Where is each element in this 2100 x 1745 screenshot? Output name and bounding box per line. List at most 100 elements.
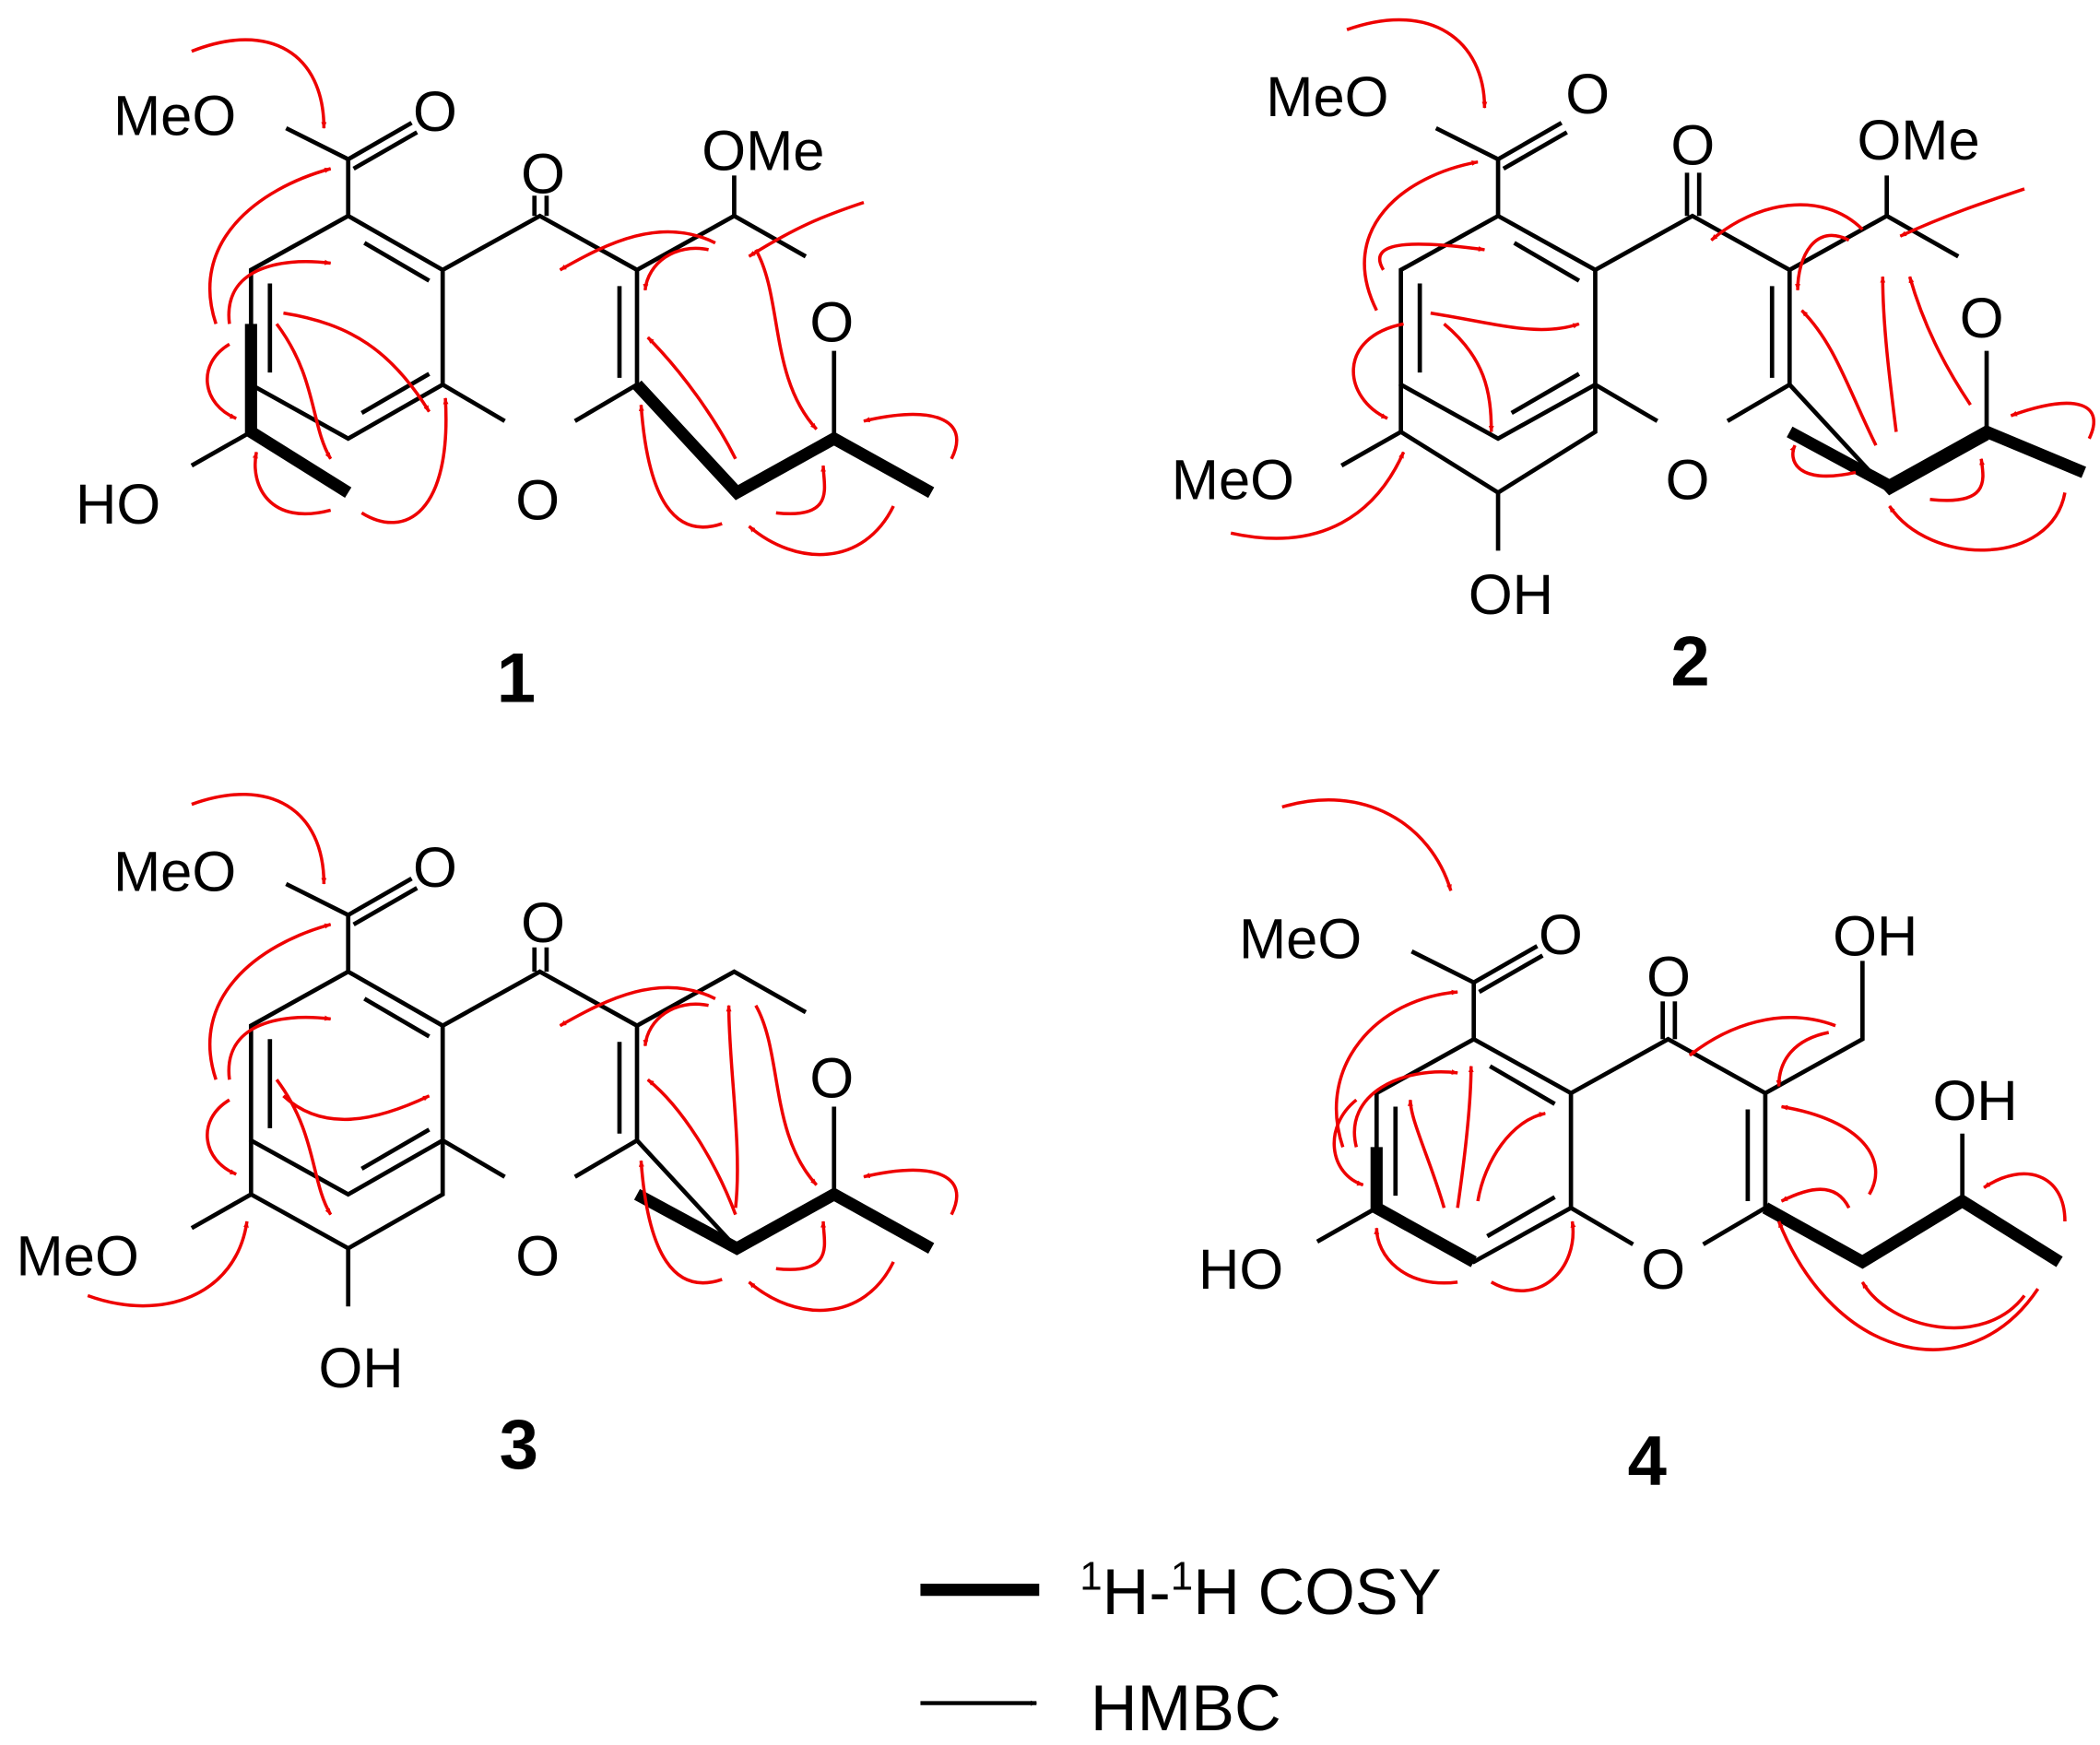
double-bond [1510, 371, 1581, 416]
double-bond [360, 371, 431, 416]
hmbc-arrow [1443, 323, 1494, 433]
hmbc-arrow [1332, 1098, 1364, 1187]
ester-bond [347, 877, 413, 917]
ester-bond [352, 130, 419, 171]
hmbc-arrow [1800, 309, 1878, 446]
ester-bond [352, 886, 419, 926]
hmbc-arrow [638, 404, 723, 529]
hmbc-arrow [191, 38, 327, 129]
ester-bond [285, 125, 349, 161]
hmbc-arrows [87, 793, 959, 1313]
hmbc-arrow [1983, 1172, 2067, 1221]
acetal-ome-label: OMe [1857, 109, 1979, 172]
hmbc-arrow [1352, 1069, 1458, 1148]
ester-bond [1410, 949, 1475, 985]
hmbc-arrow [754, 248, 819, 430]
pyranone-ring [1569, 1036, 1768, 1246]
hmbc-arrow [646, 336, 737, 460]
hmbc-arrow [1880, 276, 1898, 432]
hmbc-arrow [1776, 1031, 1830, 1088]
hmbc-arrow [275, 323, 333, 460]
cosy-bond [1787, 425, 2086, 493]
hmbc-arrow [559, 230, 716, 272]
hmbc-arrow [1710, 203, 1864, 242]
hmbc-arrow [1795, 233, 1850, 291]
hmbc-arrows [191, 38, 959, 557]
cosy-legend-label: 1H-1H COSY [1079, 1554, 1441, 1628]
hmbc-arrow [1776, 1220, 2040, 1351]
hmbc-arrow [1363, 159, 1479, 312]
double-bond [1486, 1195, 1556, 1239]
hmbc-arrow [1377, 242, 1486, 271]
hmbc-arrow [227, 259, 332, 324]
hmbc-arrow [208, 923, 332, 1080]
pyran-o-label: O [809, 290, 854, 354]
double-bond [363, 241, 431, 283]
pyran-o-label: O [1960, 287, 2004, 350]
ketone-o-label: O [521, 142, 565, 206]
cosy-bond [1762, 1194, 2063, 1269]
hydroxyl-label: OH [319, 1337, 404, 1400]
cosy-bond [633, 1187, 935, 1256]
benzene-ring [1374, 1036, 1574, 1265]
hmbc-arrow [1230, 451, 1406, 540]
compound-number: 1 [497, 639, 536, 717]
pyranone-ring [1594, 213, 1792, 423]
hmbc-arrow [1780, 1104, 1878, 1196]
ester-bond [1478, 953, 1544, 995]
ester-bond [1502, 130, 1568, 171]
chromone-o-label: O [1666, 449, 1710, 513]
hmbc-arrow [1888, 492, 2067, 552]
hmbc-arrow [863, 412, 959, 460]
acetal-ome-label: OMe [702, 119, 824, 183]
double-bond [1489, 1064, 1556, 1106]
hmbc-arrow [1899, 187, 2025, 238]
hmbc-legend-label: HMBC [1091, 1671, 1281, 1744]
ester-bond [1434, 125, 1500, 161]
hmbc-arrow [206, 342, 237, 420]
chromone-o-label: O [1641, 1238, 1685, 1302]
chromone-o-label: O [515, 1225, 560, 1289]
legend: 1H-1H COSY HMBC [920, 1554, 1442, 1744]
hmbc-arrow [748, 505, 895, 557]
hmbc-arrow [2010, 401, 2095, 440]
compound-number: 3 [500, 1406, 538, 1484]
ketone-o-label: O [521, 891, 565, 955]
ester-ome-label: MeO [113, 840, 236, 903]
compound-4: MeO O O OH OH O HO 4 [1198, 798, 2067, 1500]
hmbc-arrow [754, 1004, 819, 1186]
ome-bond [190, 1192, 253, 1231]
cosy-bond [1370, 1147, 1477, 1267]
ester-o-label: O [1539, 903, 1583, 967]
compound-3: MeO O O O O MeO OH 3 [17, 793, 959, 1484]
hydroxyl-label: OH [1469, 563, 1553, 627]
compound-2: MeO O O OMe O O MeO OH 2 [1172, 18, 2095, 702]
double-bond [363, 996, 431, 1039]
hmbc-arrow [275, 1079, 333, 1216]
hmbc-arrow [643, 1002, 709, 1047]
ketone-o-label: O [1646, 945, 1691, 1008]
hydroxymethyl-bond [1764, 961, 1865, 1095]
hmbc-arrow [1780, 1187, 1851, 1209]
hmbc-arrow [1929, 458, 1985, 502]
ketone-o-label: O [1670, 114, 1715, 178]
hydroxymethyl-oh-label: OH [1833, 905, 1917, 969]
hmbc-arrow [643, 246, 709, 291]
ester-bond [1496, 121, 1563, 161]
hydroxyl-label: HO [76, 473, 160, 536]
hmbc-arrow [1281, 798, 1453, 891]
hmbc-arrow [1907, 276, 1972, 407]
hmbc-arrows [1281, 798, 2067, 1351]
hmbc-arrow [1346, 18, 1488, 109]
chromone-o-label: O [515, 469, 560, 533]
compound-number: 4 [1628, 1421, 1667, 1500]
oh-bond [190, 430, 253, 468]
hmbc-arrow [360, 397, 449, 525]
ester-bond [285, 881, 349, 917]
hmbc-arrow [775, 1220, 827, 1271]
hmbc-arrow [1351, 322, 1404, 420]
ester-bond [1472, 944, 1539, 985]
hmbc-arrow [253, 451, 332, 516]
double-bond [1513, 241, 1581, 283]
